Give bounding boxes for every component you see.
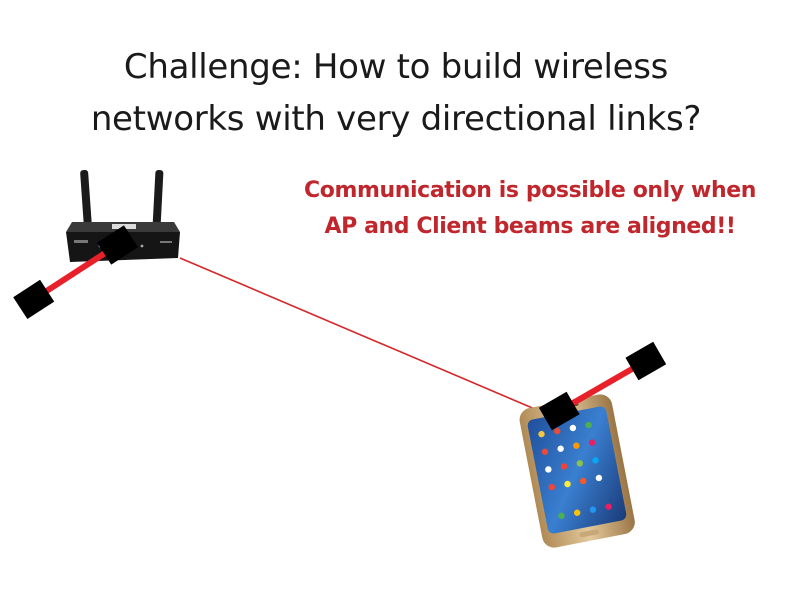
callout-line-1: Communication is possible only when — [304, 178, 756, 203]
client-beam-icon — [538, 341, 667, 431]
callout-line-2: AP and Client beams are aligned!! — [324, 214, 736, 239]
smartphone-icon — [519, 394, 635, 548]
ap-client-link — [179, 257, 557, 419]
title-line-2: networks with very directional links? — [90, 99, 702, 139]
ap-beam-icon — [13, 225, 139, 320]
title-line-1: Challenge: How to build wireless — [123, 47, 669, 87]
